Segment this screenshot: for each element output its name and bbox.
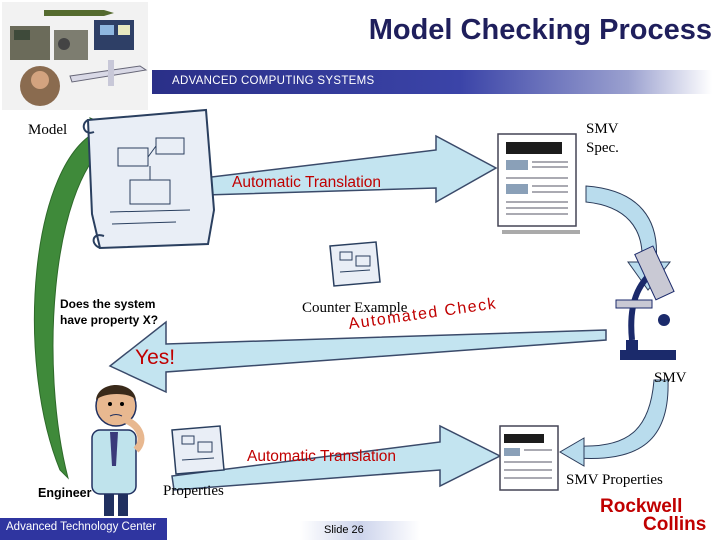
footer-org-text: Advanced Technology Center xyxy=(6,521,157,533)
top-arrow-label: Automatic Translation xyxy=(232,174,382,191)
yes-label: Yes! xyxy=(135,346,176,369)
footer-bar xyxy=(0,518,167,540)
page-title: Model Checking Process xyxy=(368,14,712,46)
properties-scroll-icon xyxy=(171,425,225,475)
missile-icon xyxy=(44,10,104,16)
smv-properties-label: SMV Properties xyxy=(566,472,663,488)
bottom-translation-arrow xyxy=(171,424,502,491)
model-label: Model xyxy=(28,122,68,138)
header-collage-image xyxy=(2,2,148,110)
question-line-2: have property X? xyxy=(60,313,159,327)
question-label: Does the system have property X? xyxy=(60,296,158,328)
engineer-figure-icon xyxy=(91,385,145,516)
company-logo-line-1: Rockwell xyxy=(600,496,683,517)
banner-text: ADVANCED COMPUTING SYSTEMS xyxy=(172,75,375,87)
engineer-label: Engineer xyxy=(38,486,92,500)
counter-example-scroll-icon xyxy=(329,241,381,287)
banner-bar xyxy=(152,70,712,94)
microscope-icon xyxy=(615,245,676,360)
smv-to-properties-arrow xyxy=(577,379,669,459)
smv-spec-document-icon xyxy=(497,133,580,234)
smv-spec-line-1: SMV xyxy=(586,121,619,137)
bottom-arrow-label: Automatic Translation xyxy=(247,448,397,465)
smv-spec-label: SMV Spec. xyxy=(586,120,619,158)
smv-label: SMV xyxy=(654,370,687,386)
smv-properties-document-icon xyxy=(499,425,559,491)
slide-number: Slide 26 xyxy=(324,524,364,536)
left-curved-arrow xyxy=(33,129,109,480)
top-translation-arrow xyxy=(169,134,498,204)
counter-example-label: Counter Example xyxy=(302,300,408,316)
company-logo-line-2: Collins xyxy=(643,514,707,535)
question-line-1: Does the system xyxy=(60,297,156,311)
smv-spec-line-2: Spec. xyxy=(586,140,619,156)
properties-label: Properties xyxy=(163,483,224,499)
counter-example-arrow xyxy=(108,320,607,394)
slide-number-bar xyxy=(300,521,420,540)
model-scroll-icon xyxy=(82,108,216,250)
